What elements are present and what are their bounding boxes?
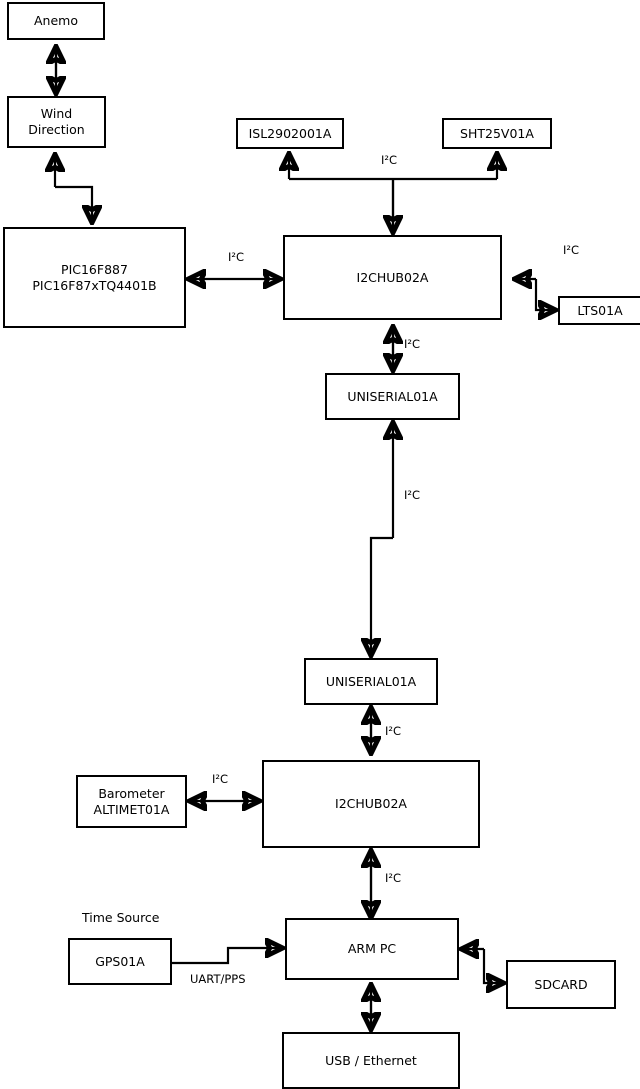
node-i2chub02a-bottom[interactable]: I2CHUB02A: [262, 760, 480, 848]
label-time-source: Time Source: [82, 910, 160, 925]
node-isl2902001a[interactable]: ISL2902001A: [236, 118, 344, 149]
node-gps01a[interactable]: GPS01A: [68, 938, 172, 985]
node-sdcard-label: SDCARD: [534, 976, 588, 992]
node-i2chub02a-top[interactable]: I2CHUB02A: [283, 235, 502, 320]
edge-label-gps-armpc-uart-pps: UART/PPS: [190, 972, 246, 986]
edge-label-uniserial2-hub2-i2c: I²C: [385, 724, 402, 738]
node-arm-pc[interactable]: ARM PC: [285, 918, 459, 980]
wire-pic-down: [55, 185, 92, 221]
node-i2chub02a-top-label: I2CHUB02A: [356, 269, 429, 285]
node-wind-direction-label: Wind Direction: [28, 106, 85, 137]
node-lts01a[interactable]: LTS01A: [558, 296, 640, 325]
node-usb-ethernet[interactable]: USB / Ethernet: [282, 1032, 460, 1089]
edge-label-barometer-hub2-i2c: I²C: [212, 772, 229, 786]
node-uniserial01a-upper[interactable]: UNISERIAL01A: [325, 373, 460, 420]
node-barometer-altimet01a[interactable]: Barometer ALTIMET01A: [76, 775, 187, 828]
node-wind-direction[interactable]: Wind Direction: [7, 96, 106, 148]
node-uniserial01a-lower[interactable]: UNISERIAL01A: [304, 658, 438, 705]
node-gps01a-label: GPS01A: [95, 953, 145, 969]
node-sht25v01a[interactable]: SHT25V01A: [442, 118, 552, 149]
node-uniserial01a-lower-label: UNISERIAL01A: [325, 673, 417, 689]
edge-label-pic-hub-i2c: I²C: [228, 250, 245, 264]
node-pic-mcu[interactable]: PIC16F887 PIC16F87xTQ4401B: [3, 227, 186, 328]
edge-label-uniserial-link-i2c: I²C: [404, 488, 421, 502]
edge-label-top-bus-i2c: I²C: [381, 153, 398, 167]
wire-uniserial-link-down: [371, 536, 393, 654]
wire-armpc-sdcard: [482, 949, 502, 983]
node-pic-mcu-label: PIC16F887 PIC16F87xTQ4401B: [32, 261, 157, 293]
node-uniserial01a-upper-label: UNISERIAL01A: [347, 388, 438, 404]
edge-label-hub2-armpc-i2c: I²C: [385, 871, 402, 885]
node-anemo[interactable]: Anemo: [7, 2, 105, 40]
node-isl2902001a-label: ISL2902001A: [248, 125, 332, 141]
wire-gps-armpc: [172, 948, 281, 965]
node-anemo-label: Anemo: [34, 13, 78, 28]
node-usb-ethernet-label: USB / Ethernet: [325, 1052, 417, 1068]
node-i2chub02a-bottom-label: I2CHUB02A: [335, 796, 407, 811]
edge-label-hub-lts-i2c: I²C: [563, 243, 580, 257]
wire-hub-lts: [534, 279, 554, 310]
node-lts01a-label: LTS01A: [577, 302, 623, 318]
node-arm-pc-label: ARM PC: [347, 941, 397, 956]
node-barometer-altimet01a-label: Barometer ALTIMET01A: [93, 785, 170, 817]
node-sdcard[interactable]: SDCARD: [506, 960, 616, 1009]
edge-label-hub-uniserial1-i2c: I²C: [404, 337, 421, 351]
node-sht25v01a-label: SHT25V01A: [460, 125, 534, 141]
